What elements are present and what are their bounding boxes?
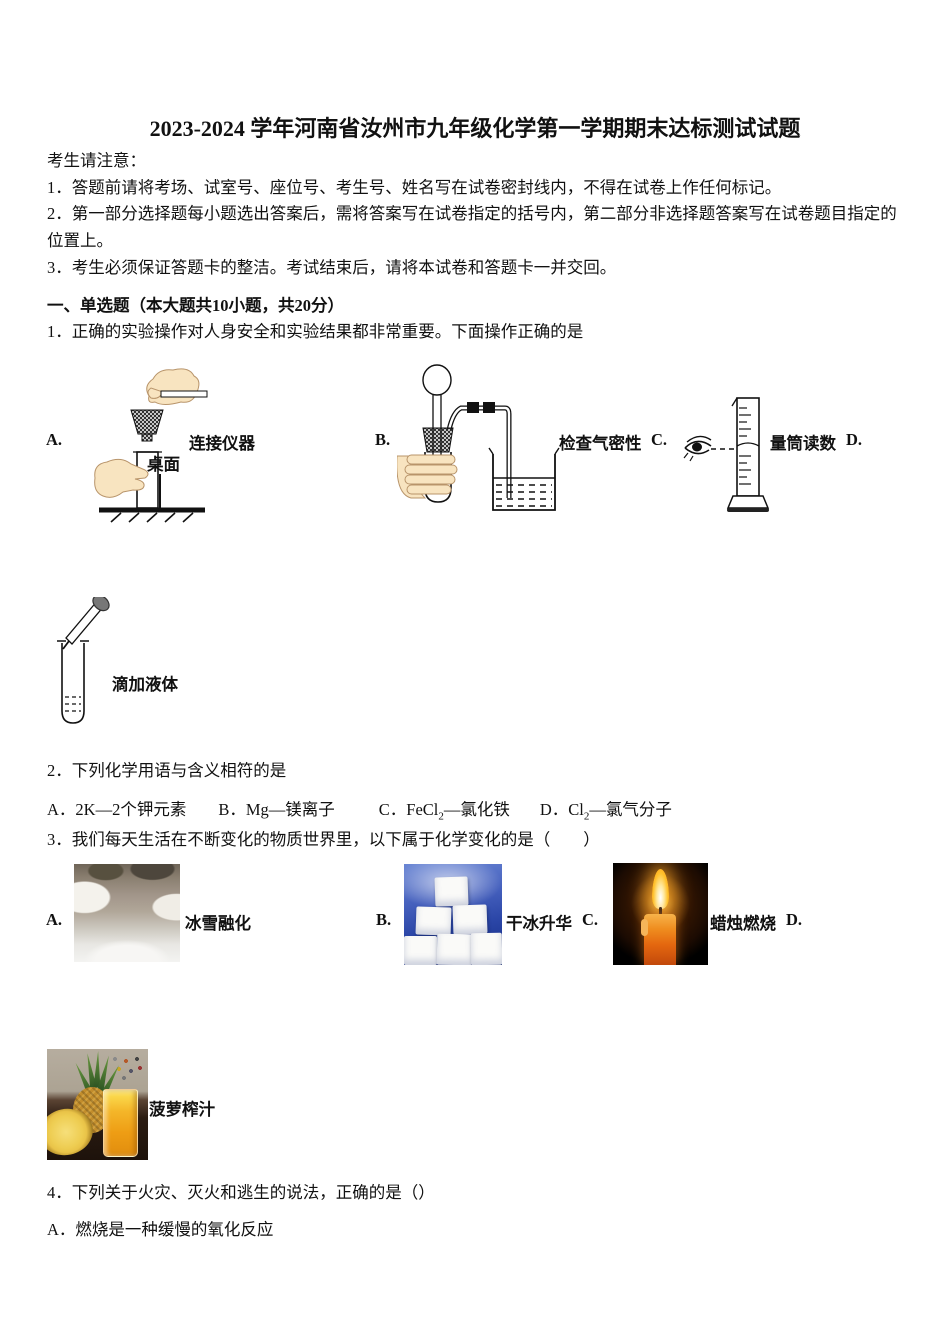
q3-option-c-caption: 蜡烛燃烧 — [710, 914, 776, 933]
q3-option-d-letter: D. — [786, 910, 803, 929]
eye-icon — [683, 435, 712, 462]
stopper-icon — [130, 409, 164, 435]
connect-apparatus-figure — [94, 368, 208, 523]
q3-option-c-letter: C. — [582, 910, 599, 929]
meniscus-line — [736, 442, 760, 447]
desk-sublabel: 桌面 — [147, 455, 180, 474]
q3-option-a-letter: A. — [46, 910, 63, 929]
test-tube-icon — [61, 643, 85, 724]
wick — [659, 907, 662, 915]
cylinder-spout — [731, 397, 738, 407]
pineapple-juice-photo — [47, 1049, 148, 1160]
q1-stem: 1．正确的实验操作对人身安全和实验结果都非常重要。下面操作正确的是 — [47, 322, 584, 341]
wax-drip — [641, 919, 648, 936]
beaker-icon — [492, 454, 556, 511]
q3-option-a-caption: 冰雪融化 — [185, 914, 251, 933]
q1-option-a-letter: A. — [46, 430, 63, 449]
subscript: 2 — [438, 810, 444, 823]
q2-options-row: A．2K—2个钾元素 B．Mg—镁离子 C．FeCl2—氯化铁 D．Cl2—氯气… — [47, 796, 672, 822]
q1-option-b-letter: B. — [375, 430, 391, 449]
q3-option-d-caption: 菠萝榨汁 — [149, 1100, 215, 1119]
juice-glass — [103, 1089, 138, 1157]
desk-leader-line — [159, 474, 161, 510]
water-dashes — [496, 484, 552, 507]
pegboard-dots — [111, 1055, 144, 1082]
q1-option-d-caption: 滴加液体 — [112, 675, 178, 694]
notice-block: 考生请注意： 1．答题前请将考场、试室号、座位号、考生号、姓名写在试卷密封线内，… — [47, 148, 907, 282]
cylinder-reading-figure — [683, 397, 769, 512]
q4-option-a: A．燃烧是一种缓慢的氧化反应 — [47, 1220, 274, 1239]
q1-option-c-caption: 量筒读数 — [770, 434, 836, 453]
stopper-nub — [141, 433, 153, 442]
q1-option-b-caption: 检查气密性 — [559, 434, 642, 453]
flame — [652, 869, 669, 909]
cylinder-foot — [727, 508, 769, 512]
q2-option-a: A．2K—2个钾元素 — [47, 800, 187, 819]
q3-stem: 3．我们每天生活在不断变化的物质世界里，以下属于化学变化的是（ ） — [47, 830, 600, 849]
tube-connector — [467, 402, 479, 413]
notice-item-3: 3．考生必须保证答题卡的整洁。考试结束后，请将本试卷和答题卡一并交回。 — [47, 257, 617, 277]
q2-option-c: C．FeCl2—氯化铁 — [378, 800, 510, 823]
delivery-tube-inner — [447, 406, 511, 498]
dropper-icon — [62, 597, 110, 650]
q3-option-b-caption: 干冰升华 — [506, 914, 572, 933]
dry-ice-photo — [404, 864, 502, 965]
lower-hand-icon — [94, 458, 149, 498]
section-heading: 一、单选题（本大题共10小题，共20分） — [47, 296, 344, 315]
q4-stem: 4．下列关于火灾、灭火和逃生的说法，正确的是（） — [47, 1183, 435, 1202]
q3-option-b-letter: B. — [376, 910, 392, 929]
glass-tube-icon — [160, 390, 208, 398]
q2-stem: 2．下列化学用语与含义相符的是 — [47, 761, 287, 780]
page-title: 2023-2024 学年河南省汝州市九年级化学第一学期期末达标测试试题 — [149, 116, 801, 141]
beaker-rim — [488, 447, 560, 455]
graduation-marks — [739, 407, 751, 485]
airtightness-check-figure — [397, 364, 560, 511]
q1-option-c-letter: C. — [651, 430, 668, 449]
tube-connector — [483, 402, 495, 413]
q1-option-d-letter: D. — [846, 430, 863, 449]
cylinder-base — [726, 495, 769, 509]
burning-candle-photo — [613, 863, 708, 965]
upper-hand-icon — [146, 368, 200, 405]
notice-item-1: 1．答题前请将考场、试室号、座位号、考生号、姓名写在试卷密封线内，不得在试卷上作… — [47, 177, 782, 197]
q1-option-a-caption: 连接仪器 — [189, 434, 255, 453]
liquid-dashes — [65, 696, 81, 712]
funnel-neck-fill — [433, 392, 441, 462]
q2-option-d: D．Cl2—氯气分子 — [539, 800, 672, 823]
table-hatching — [110, 512, 194, 523]
candle-body — [644, 914, 676, 965]
notice-heading: 考生请注意： — [47, 151, 146, 170]
subscript: 2 — [583, 810, 590, 823]
flask-bulb-icon — [422, 364, 452, 396]
dropping-liquid-figure — [57, 597, 110, 724]
q2-option-b: B．Mg—镁离子 — [218, 800, 335, 819]
notice-item-2: 2．第一部分选择题每小题选出答案后，需将答案写在试卷指定的括号内，第二部分非选择… — [47, 204, 897, 251]
stopper-icon — [422, 427, 454, 453]
holding-hand-icon — [397, 454, 458, 499]
graduated-cylinder-icon — [736, 397, 760, 497]
melting-snow-photo — [74, 864, 180, 962]
